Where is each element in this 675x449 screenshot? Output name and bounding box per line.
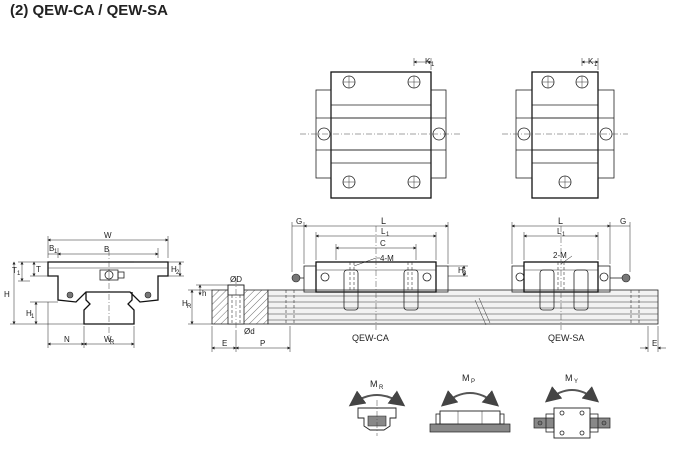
rail-section: ØD Ød H R h E P — [182, 275, 291, 352]
dim-B1: B — [49, 244, 54, 253]
end-view: W B B 1 T 1 T H 2 H H 1 — [4, 231, 184, 348]
moment-my-sub: Y — [574, 379, 578, 385]
dim-L1-sa-sub: 1 — [562, 232, 566, 238]
dim-H3-sub: 3 — [463, 271, 467, 277]
dim-WR-sub: R — [110, 340, 115, 346]
dim-L-sa: L — [558, 216, 563, 226]
dim-d: Ød — [244, 327, 255, 336]
k1-label-sa: K — [588, 57, 594, 66]
dim-h: h — [202, 289, 206, 298]
dim-HR-sub: R — [187, 304, 192, 310]
moment-mr-sub: R — [379, 385, 384, 391]
k1-sub-sa: 1 — [594, 62, 598, 68]
k1-label-ca: K — [425, 57, 431, 66]
dim-D: ØD — [230, 275, 242, 284]
k1-sub-ca: 1 — [431, 62, 435, 68]
dim-B: B — [104, 245, 109, 254]
dim-L1-ca: L — [381, 227, 386, 236]
dim-HR: H — [182, 299, 188, 308]
dim-L1-ca-sub: 1 — [386, 232, 390, 238]
dim-L1-sa: L — [557, 227, 562, 236]
moment-mp-diagram: M P — [429, 373, 511, 433]
dim-H1: H — [26, 309, 32, 318]
moment-mp-sub: P — [471, 379, 475, 385]
dim-N: N — [64, 335, 70, 344]
dim-H1-sub: 1 — [31, 314, 35, 320]
dim-H2: H — [171, 265, 177, 274]
moment-mp-label: M — [462, 373, 470, 383]
page-title: (2) QEW-CA / QEW-SA — [10, 2, 168, 19]
dim-G-left: G — [296, 217, 302, 226]
dim-H2-sub: 2 — [176, 270, 180, 276]
dim-L-ca: L — [381, 216, 386, 226]
moment-my-diagram: M Y — [533, 373, 611, 439]
dim-G-right: G — [620, 217, 626, 226]
label-4M: 4-M — [380, 254, 394, 263]
dim-W: W — [104, 231, 112, 240]
dim-C: C — [380, 239, 386, 248]
dim-H3: H — [458, 266, 464, 275]
dim-H: H — [4, 290, 10, 299]
moment-my-label: M — [565, 373, 573, 383]
dim-E-right: E — [652, 339, 657, 348]
dim-E: E — [222, 339, 227, 348]
side-view: L L 1 C 4-M G H 3 QEW-CA — [267, 216, 666, 352]
dim-B1-sub: 1 — [54, 249, 58, 255]
dim-T: T — [36, 265, 41, 274]
dim-P: P — [260, 339, 265, 348]
label-2M: 2-M — [553, 251, 567, 260]
moment-mr-label: M — [370, 379, 378, 389]
top-view-sa: K 1 — [502, 57, 628, 199]
label-qew-sa: QEW-SA — [548, 333, 584, 343]
label-qew-ca: QEW-CA — [352, 333, 389, 343]
top-view-ca: K 1 — [300, 57, 462, 199]
dim-T1-sub: 1 — [17, 271, 21, 277]
moment-mr-diagram: M R — [348, 379, 406, 436]
dim-WR: W — [104, 335, 112, 344]
